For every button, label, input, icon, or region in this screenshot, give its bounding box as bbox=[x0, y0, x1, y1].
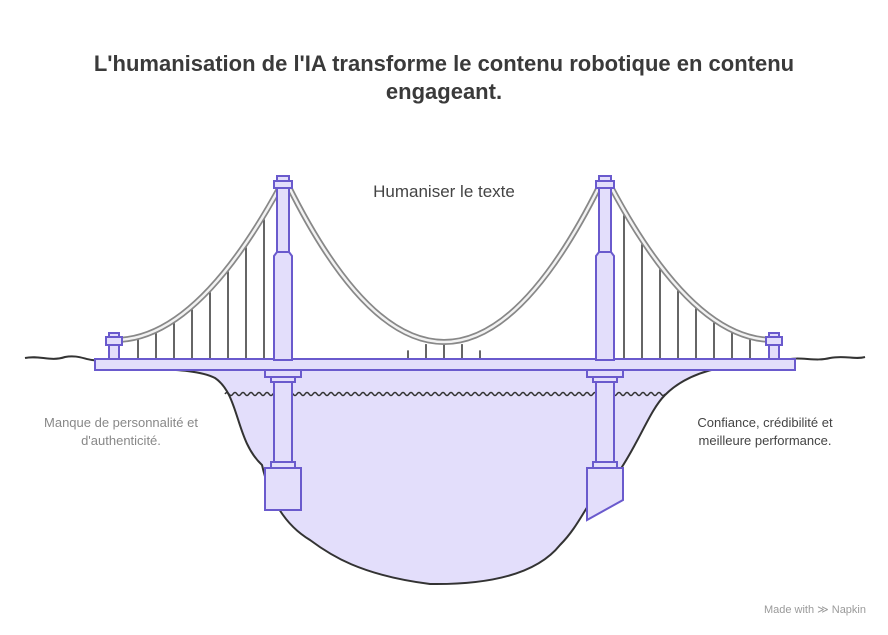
tower-lower bbox=[595, 251, 615, 361]
pier-cap bbox=[264, 369, 302, 378]
pier-footing bbox=[264, 467, 302, 511]
tower-left bbox=[264, 175, 302, 511]
tower-lower bbox=[273, 251, 293, 361]
pier-column bbox=[595, 381, 615, 463]
watermark-prefix: Made with bbox=[763, 604, 815, 616]
tower-right bbox=[586, 175, 624, 522]
anchor-post-right bbox=[765, 332, 783, 360]
water-line bbox=[224, 391, 666, 397]
napkin-logo-icon: ≫ bbox=[817, 604, 829, 616]
ground-left bbox=[24, 355, 101, 362]
bridge-deck bbox=[94, 358, 796, 371]
ground-right bbox=[784, 356, 866, 361]
hangers bbox=[137, 213, 751, 359]
left-label: Manque de personnalité et d'authenticité… bbox=[44, 415, 198, 448]
watermark-brand: Napkin bbox=[831, 604, 866, 616]
pier-footing bbox=[586, 467, 624, 522]
pier-column bbox=[273, 381, 293, 463]
pier-cap bbox=[586, 369, 624, 378]
right-label: Confiance, crédibilité et meilleure perf… bbox=[697, 415, 833, 448]
canyon bbox=[94, 359, 791, 586]
cable-left bbox=[114, 183, 284, 343]
main-cables bbox=[114, 183, 774, 345]
diagram-title: L'humanisation de l'IA transforme le con… bbox=[93, 51, 795, 104]
watermark: Made with ≫ Napkin bbox=[764, 603, 866, 616]
bridge-label: Humaniser le texte bbox=[373, 182, 515, 201]
cable-right bbox=[607, 183, 774, 343]
anchor-post-left bbox=[105, 332, 123, 360]
